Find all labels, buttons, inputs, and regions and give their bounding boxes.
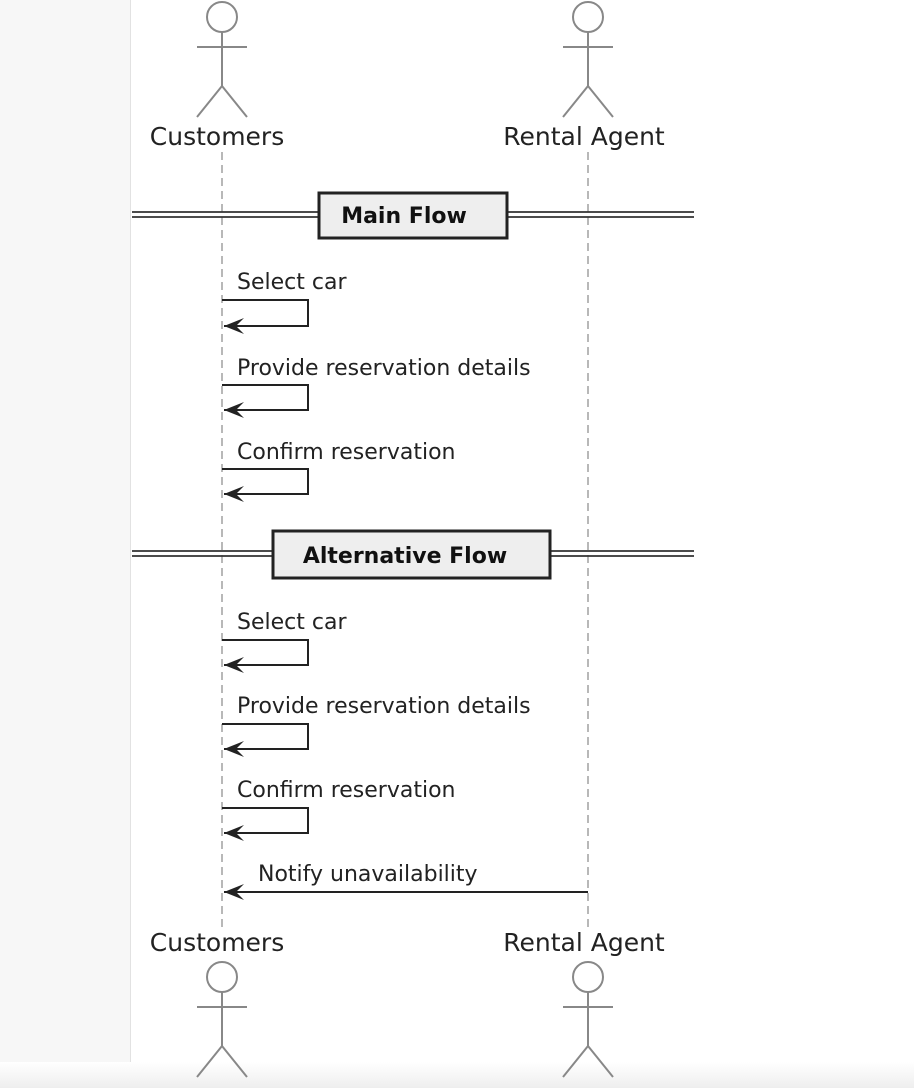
message-label: Provide reservation details xyxy=(237,694,531,719)
self-message: Confirm reservation xyxy=(222,440,456,502)
customers-label-bottom: Customers xyxy=(150,928,284,957)
self-message: Select car xyxy=(222,610,347,673)
self-message: Provide reservation details xyxy=(222,694,531,757)
rental-agent-label-bottom: Rental Agent xyxy=(503,928,665,957)
message-label: Select car xyxy=(237,610,347,635)
left-gutter xyxy=(0,0,131,1088)
alternative-flow-label: Alternative Flow xyxy=(303,544,507,569)
notify-label: Notify unavailability xyxy=(258,862,478,887)
self-message: Provide reservation details xyxy=(222,356,531,418)
rental-agent-actor-bottom-icon xyxy=(562,961,614,1078)
rental-agent-actor-top-icon xyxy=(562,1,614,118)
main-flow-label: Main Flow xyxy=(341,204,467,229)
alternative-flow-divider: Alternative Flow xyxy=(132,529,694,580)
customers-actor-bottom-icon xyxy=(196,961,248,1078)
self-message: Confirm reservation xyxy=(222,778,456,841)
rental-agent-label-top: Rental Agent xyxy=(503,122,665,151)
bottom-fade xyxy=(0,1062,914,1088)
self-message: Select car xyxy=(222,270,347,334)
notify-message: Notify unavailability xyxy=(224,862,588,900)
message-label: Confirm reservation xyxy=(237,778,456,803)
main-flow-divider: Main Flow xyxy=(132,191,694,240)
message-label: Confirm reservation xyxy=(237,440,456,465)
message-label: Select car xyxy=(237,270,347,295)
customers-actor-top-icon xyxy=(196,1,248,118)
message-label: Provide reservation details xyxy=(237,356,531,381)
customers-label-top: Customers xyxy=(150,122,284,151)
